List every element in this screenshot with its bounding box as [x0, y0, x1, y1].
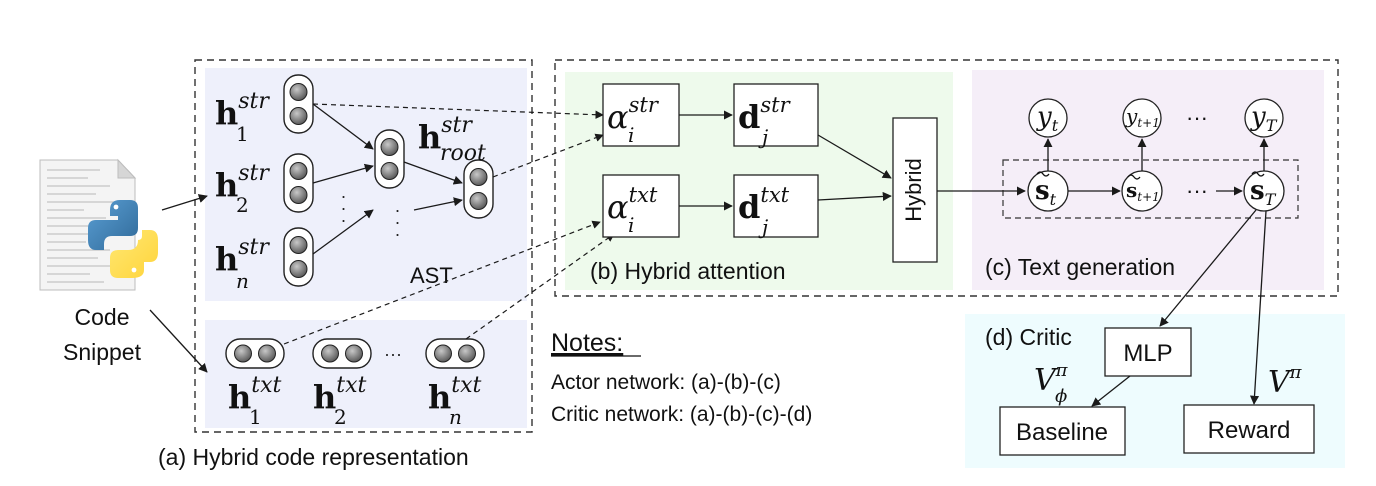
edge-code-to-text	[149, 309, 208, 373]
hybrid-box	[892, 117, 938, 263]
y-t1-node	[1122, 98, 1162, 138]
ast-vertical-dots-5: .	[395, 208, 400, 228]
alpha-txt-label: αtxt	[607, 183, 658, 226]
d-txt-label: dtxt	[738, 183, 790, 226]
h-str-1-subscript: 1	[236, 122, 249, 146]
h-txt-1-subscript: 1	[249, 405, 262, 429]
notes-critic: Critic network: (a)-(b)-(c)-(d)	[551, 403, 812, 426]
edge-code-to-ast	[161, 194, 208, 211]
panel-bc-border	[554, 59, 1339, 297]
panel-a-border	[194, 59, 533, 433]
mlp-box	[1104, 327, 1192, 377]
h-str-root-label: hstr	[418, 113, 473, 156]
ast-vertical-dots-4: .	[395, 196, 400, 216]
lstm-cell-str-mid	[374, 129, 405, 189]
python-file-icon	[39, 158, 158, 291]
edge-d-txt-to-hybrid	[817, 191, 892, 201]
s-t-label: st	[1035, 176, 1057, 209]
alpha-txt-subscript: i	[628, 213, 634, 237]
d-txt-box	[733, 174, 819, 238]
panel-a-caption: (a) Hybrid code representation	[158, 444, 469, 470]
edge-mid-to-root	[403, 161, 463, 185]
txt-cells-ellipsis: ···	[384, 344, 402, 364]
d-str-box	[733, 83, 819, 147]
y-ellipsis: ···	[1186, 105, 1208, 130]
notes-title: Notes:	[551, 329, 623, 357]
edge-str1-to-mid	[312, 103, 374, 150]
h-str-1-label: hstr	[215, 89, 270, 132]
v-phi-subscript: ϕ	[1055, 386, 1067, 407]
h-txt-2-label: htxt	[313, 373, 367, 416]
h-str-root-subscript: root	[440, 141, 486, 166]
alpha-str-label: αstr	[607, 93, 660, 136]
hybrid-label: Hybrid	[901, 158, 926, 222]
alpha-str-subscript: i	[628, 123, 634, 147]
mlp-label: MLP	[1123, 340, 1172, 367]
lstm-cell-str-n	[283, 227, 314, 287]
baseline-box	[999, 406, 1126, 456]
y-T-label: yT	[1250, 102, 1278, 135]
panel-c-caption: (c) Text generation	[985, 254, 1175, 280]
code-snippet-label-line1: Code	[75, 304, 130, 330]
edge-strn-to-mid	[312, 209, 374, 255]
lstm-cell-txt-n	[425, 338, 485, 369]
h-txt-1-label: htxt	[228, 373, 282, 416]
panel-b-caption: (b) Hybrid attention	[590, 258, 786, 284]
h-str-2-subscript: 2	[236, 193, 249, 217]
reward-box	[1183, 404, 1315, 454]
ast-vertical-dots-6: .	[395, 220, 400, 240]
lstm-cell-str-1	[283, 74, 314, 134]
s-t-tilde	[1036, 171, 1050, 177]
decoder-state-border	[1002, 159, 1299, 219]
s-t1-label: st+1	[1126, 178, 1160, 204]
y-t-node	[1028, 98, 1068, 138]
h-txt-n-subscript: n	[449, 405, 462, 429]
y-T-node	[1244, 98, 1284, 138]
edge-dots-to-root	[413, 197, 463, 211]
panel-a-text-background	[205, 320, 527, 428]
reward-label: Reward	[1208, 417, 1291, 444]
edge-d-str-to-hybrid	[817, 134, 892, 179]
y-t-label: yt	[1036, 102, 1059, 135]
y-t1-label: yt+1	[1125, 104, 1160, 130]
h-str-2-label: hstr	[215, 161, 270, 204]
lstm-cell-txt-2	[312, 338, 372, 369]
v-pi-label: Vπ	[1268, 362, 1303, 400]
d-str-label: dstr	[738, 93, 792, 136]
v-phi-pi-label: Vπ	[1034, 360, 1069, 398]
s-ellipsis: ···	[1186, 178, 1208, 203]
lstm-cell-txt-1	[225, 338, 285, 369]
h-str-n-label: hstr	[215, 235, 270, 278]
h-txt-2-subscript: 2	[334, 405, 347, 429]
edge-mlp-to-baseline	[1091, 375, 1131, 407]
h-txt-n-label: htxt	[428, 373, 482, 416]
lstm-cell-str-root	[463, 159, 494, 219]
link-txt1-to-alpha-txt	[283, 220, 601, 345]
notes-actor: Actor network: (a)-(b)-(c)	[551, 371, 781, 394]
baseline-label: Baseline	[1016, 419, 1108, 446]
panel-d-caption: (d) Critic	[985, 324, 1072, 350]
edge-s-T-to-reward	[1249, 210, 1267, 405]
code-snippet-label-line2: Snippet	[63, 339, 142, 365]
link-txtn-to-alpha-txt	[465, 233, 615, 340]
link-str1-to-alpha-str	[312, 103, 604, 119]
ast-vertical-dots-3: .	[341, 206, 346, 226]
s-T-tilde	[1251, 171, 1265, 177]
s-t1-tilde	[1127, 174, 1141, 180]
ast-vertical-dots-2: .	[341, 194, 346, 214]
edge-str2-to-mid	[312, 163, 374, 184]
lstm-cell-str-2	[283, 153, 314, 213]
ast-label: AST	[410, 263, 453, 288]
ast-vertical-dots-1: .	[341, 182, 346, 202]
link-root-to-alpha-str	[492, 133, 604, 178]
d-txt-subscript: j	[758, 215, 768, 239]
alpha-str-box	[602, 83, 680, 147]
s-T-label: sT	[1250, 176, 1277, 209]
edge-s-T-to-mlp	[1159, 209, 1257, 327]
h-str-n-subscript: n	[236, 269, 249, 293]
d-str-subscript: j	[758, 125, 768, 149]
